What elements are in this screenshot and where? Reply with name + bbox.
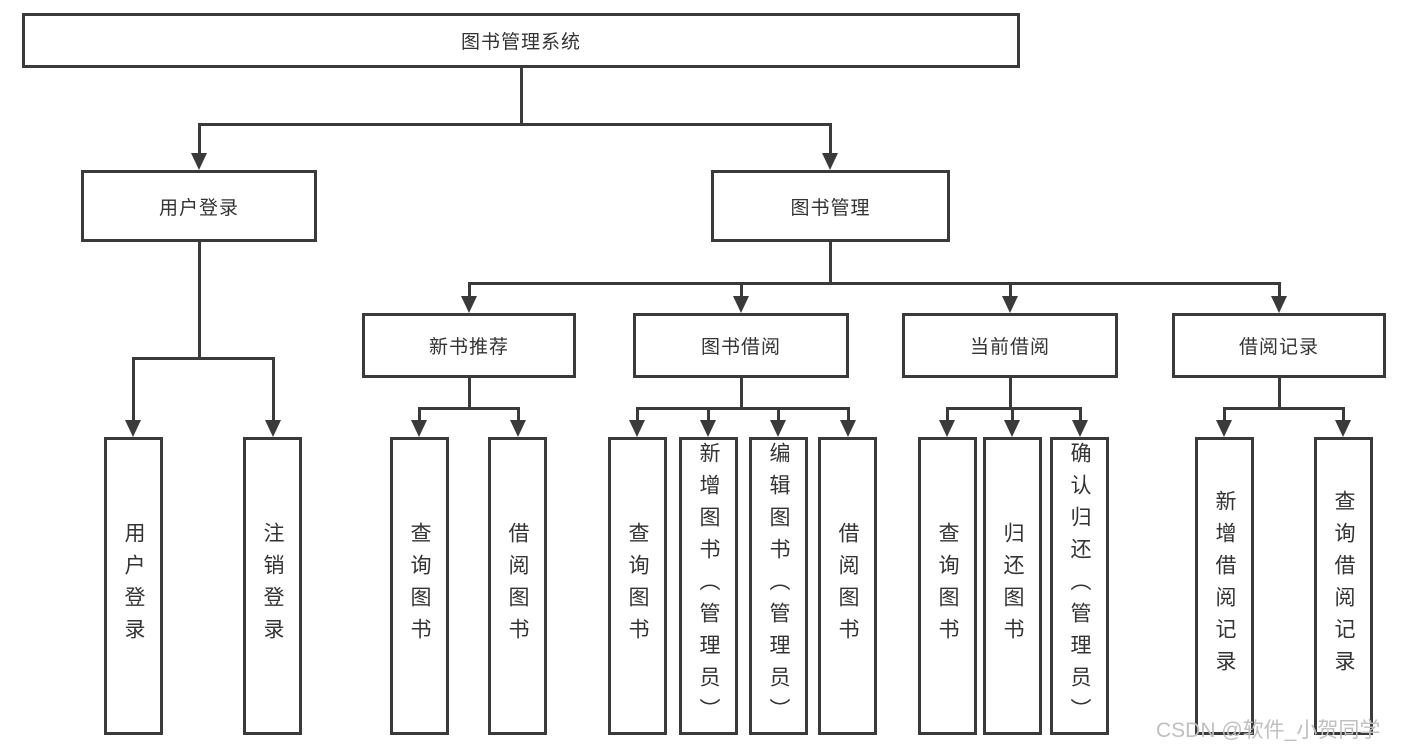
connector-line	[197, 242, 201, 358]
node-label: 图书借阅	[700, 337, 781, 358]
arrow-down-icon	[1072, 420, 1088, 437]
leaf-label: 借阅图书	[506, 522, 529, 650]
node-new-book-recommend: 新书推荐	[362, 313, 576, 378]
connector-line	[1008, 378, 1012, 408]
node-label: 用户登录	[158, 197, 239, 219]
arrow-down-icon	[1335, 420, 1351, 437]
connector-line	[945, 408, 949, 423]
connector-line	[1222, 406, 1345, 410]
connector-line	[131, 358, 135, 423]
connector-line	[1008, 283, 1012, 299]
leaf-query-books-current: 查询图书	[918, 437, 977, 735]
leaf-query-books-recommend: 查询图书	[390, 437, 449, 735]
arrow-down-icon	[1002, 296, 1018, 313]
node-label: 当前借阅	[969, 337, 1050, 358]
leaf-query-books-borrow: 查询图书	[608, 437, 667, 735]
leaf-label: 确认归还（管理员）	[1068, 442, 1091, 730]
arrow-down-icon	[1216, 420, 1232, 437]
arrow-down-icon	[1271, 296, 1287, 313]
connector-line	[739, 378, 743, 408]
connector-line	[739, 283, 743, 299]
connector-line	[1341, 408, 1345, 423]
arrow-down-icon	[770, 420, 786, 437]
leaf-label: 查询图书	[408, 522, 431, 650]
arrow-down-icon	[510, 420, 526, 437]
connector-line	[1222, 408, 1226, 423]
arrow-down-icon	[125, 420, 141, 437]
connector-line	[417, 406, 520, 410]
leaf-label: 借阅图书	[836, 522, 859, 650]
connector-line	[519, 68, 523, 124]
connector-line	[467, 283, 471, 299]
leaf-return-book: 归还图书	[983, 437, 1042, 735]
leaf-add-book-admin: 新增图书（管理员）	[679, 437, 738, 735]
connector-line	[1010, 408, 1014, 423]
leaf-label: 查询图书	[936, 522, 959, 650]
connector-line	[706, 408, 710, 423]
connector-line	[846, 408, 850, 423]
connector-line	[828, 124, 832, 156]
leaf-label: 查询借阅记录	[1332, 490, 1355, 682]
leaf-label: 查询图书	[626, 522, 649, 650]
connector-line	[197, 124, 201, 156]
arrow-down-icon	[411, 420, 427, 437]
node-label: 借阅记录	[1238, 337, 1319, 358]
leaf-query-borrow-record: 查询借阅记录	[1314, 437, 1373, 735]
leaf-label: 归还图书	[1001, 522, 1024, 650]
node-label: 图书管理系统	[460, 32, 581, 53]
arrow-down-icon	[733, 296, 749, 313]
arrow-down-icon	[629, 420, 645, 437]
connector-line	[945, 406, 1082, 410]
leaf-label: 新增借阅记录	[1213, 490, 1236, 682]
connector-line	[1078, 408, 1082, 423]
leaf-confirm-return-admin: 确认归还（管理员）	[1050, 437, 1109, 735]
connector-line	[467, 281, 1281, 285]
arrow-down-icon	[939, 420, 955, 437]
arrow-down-icon	[840, 420, 856, 437]
connector-line	[197, 122, 832, 126]
leaf-borrow-books-recommend: 借阅图书	[488, 437, 547, 735]
connector-line	[516, 408, 520, 423]
connector-line	[776, 408, 780, 423]
connector-line	[271, 358, 275, 423]
leaf-user-login: 用户登录	[104, 437, 163, 735]
connector-line	[467, 378, 471, 408]
node-borrow-records: 借阅记录	[1172, 313, 1386, 378]
arrow-down-icon	[822, 153, 838, 170]
arrow-down-icon	[265, 420, 281, 437]
connector-line	[417, 408, 421, 423]
watermark: CSDN @软件_小贺同学	[1156, 719, 1381, 742]
leaf-label: 编辑图书（管理员）	[767, 442, 790, 730]
arrow-down-icon	[1004, 420, 1020, 437]
leaf-edit-book-admin: 编辑图书（管理员）	[749, 437, 808, 735]
leaf-label: 注销登录	[261, 522, 284, 650]
connector-line	[1277, 283, 1281, 299]
leaf-logout: 注销登录	[243, 437, 302, 735]
node-library-system: 图书管理系统	[22, 13, 1020, 68]
arrow-down-icon	[461, 296, 477, 313]
connector-line	[1277, 378, 1281, 408]
connector-line	[635, 406, 850, 410]
arrow-down-icon	[700, 420, 716, 437]
leaf-add-borrow-record: 新增借阅记录	[1195, 437, 1254, 735]
arrow-down-icon	[191, 153, 207, 170]
leaf-borrow-books: 借阅图书	[818, 437, 877, 735]
node-current-borrow: 当前借阅	[902, 313, 1118, 378]
node-label: 图书管理	[790, 197, 871, 219]
node-label: 新书推荐	[428, 337, 509, 358]
node-user-login: 用户登录	[81, 170, 317, 242]
node-book-borrow: 图书借阅	[633, 313, 849, 378]
leaf-label: 新增图书（管理员）	[697, 442, 720, 730]
connector-line	[828, 242, 832, 283]
connector-line	[131, 356, 275, 360]
node-book-management: 图书管理	[711, 170, 950, 242]
leaf-label: 用户登录	[122, 522, 145, 650]
connector-line	[635, 408, 639, 423]
